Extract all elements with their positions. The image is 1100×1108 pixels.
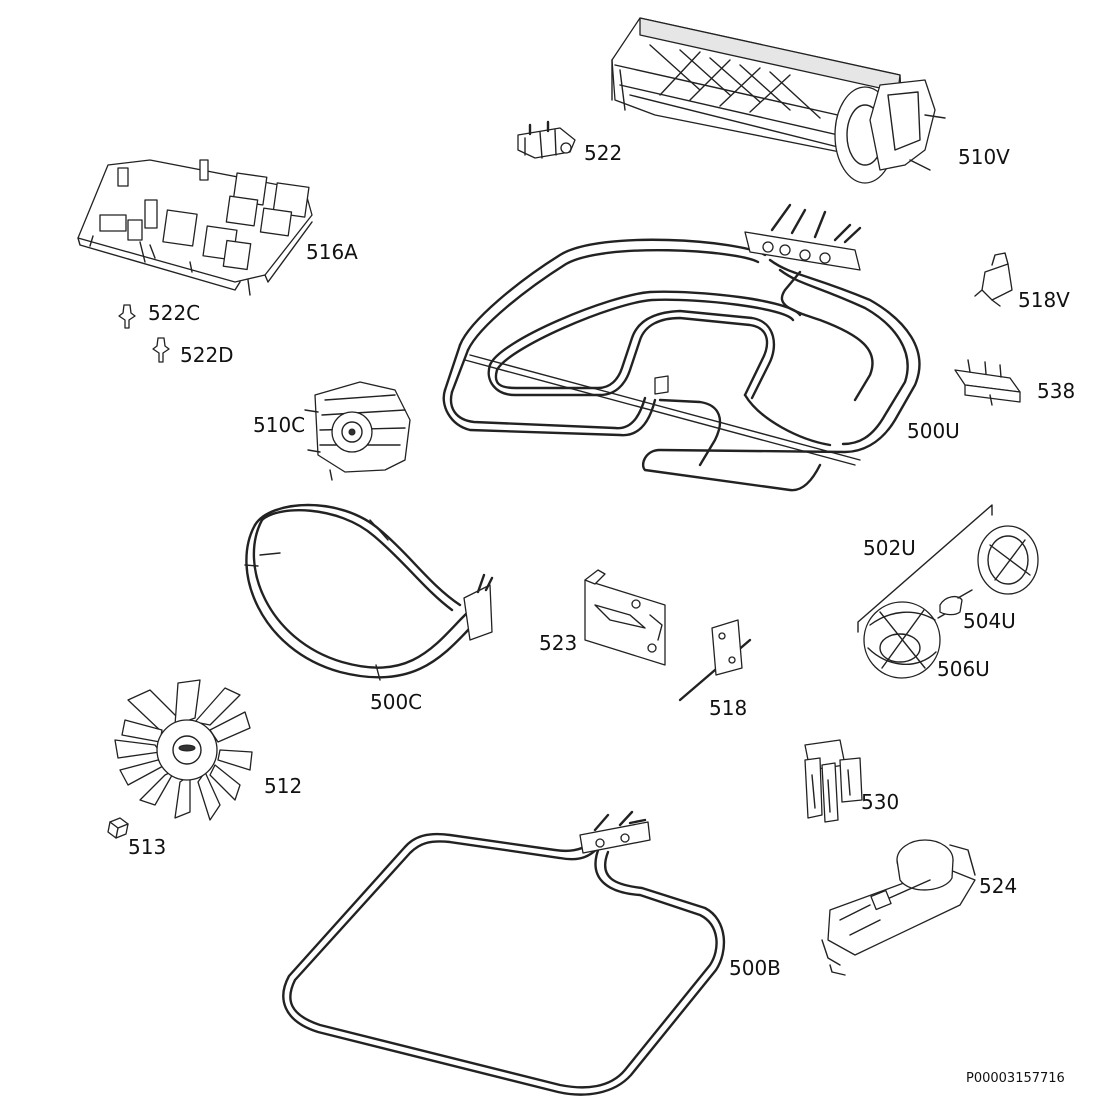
circuit-board-icon [77, 159, 313, 296]
part-label-518: 518 [709, 696, 748, 720]
circular-heating-element-icon [244, 503, 494, 681]
part-label-518V: 518V [1018, 288, 1070, 312]
halogen-bulb-icon [937, 589, 973, 619]
lamp-assembly-icon [857, 504, 993, 633]
lamp-cover-glass-icon [863, 601, 941, 679]
part-label-522: 522 [584, 141, 623, 165]
terminal-block-icon [954, 359, 1021, 406]
connector-clip-icon [974, 252, 1013, 307]
temperature-sensor-icon [678, 619, 752, 702]
board-spacer-icon [118, 304, 136, 329]
part-label-512: 512 [264, 774, 303, 798]
lamp-holder-icon [977, 525, 1039, 595]
part-label-510V: 510V [958, 145, 1010, 169]
part-label-538: 538 [1037, 379, 1076, 403]
part-label-522D: 522D [180, 343, 234, 367]
part-label-513: 513 [128, 835, 167, 859]
part-label-530: 530 [861, 790, 900, 814]
part-label-524: 524 [979, 874, 1018, 898]
door-lock-icon [821, 839, 976, 976]
fan-blade-icon [114, 679, 253, 821]
bottom-heating-element-icon [282, 810, 726, 1096]
part-label-502U: 502U [863, 536, 916, 560]
top-grill-heating-element-icon [442, 203, 921, 492]
fan-motor-icon [304, 381, 411, 481]
thermostat-icon [804, 739, 863, 823]
part-label-510C: 510C [253, 413, 306, 437]
part-label-500B: 500B [729, 956, 781, 980]
fan-nut-icon [107, 817, 129, 839]
convection-fan-housing-icon [611, 17, 946, 184]
bracket-plate-icon [584, 569, 666, 666]
micro-switch-icon [517, 120, 576, 159]
part-label-504U: 504U [963, 609, 1016, 633]
part-label-500U: 500U [907, 419, 960, 443]
part-label-516A: 516A [306, 240, 358, 264]
board-spacer-icon [152, 337, 170, 363]
part-label-523: 523 [539, 631, 578, 655]
part-label-500C: 500C [370, 690, 423, 714]
diagram-reference-code: P00003157716 [966, 1071, 1065, 1086]
part-label-506U: 506U [937, 657, 990, 681]
part-label-522C: 522C [148, 301, 201, 325]
